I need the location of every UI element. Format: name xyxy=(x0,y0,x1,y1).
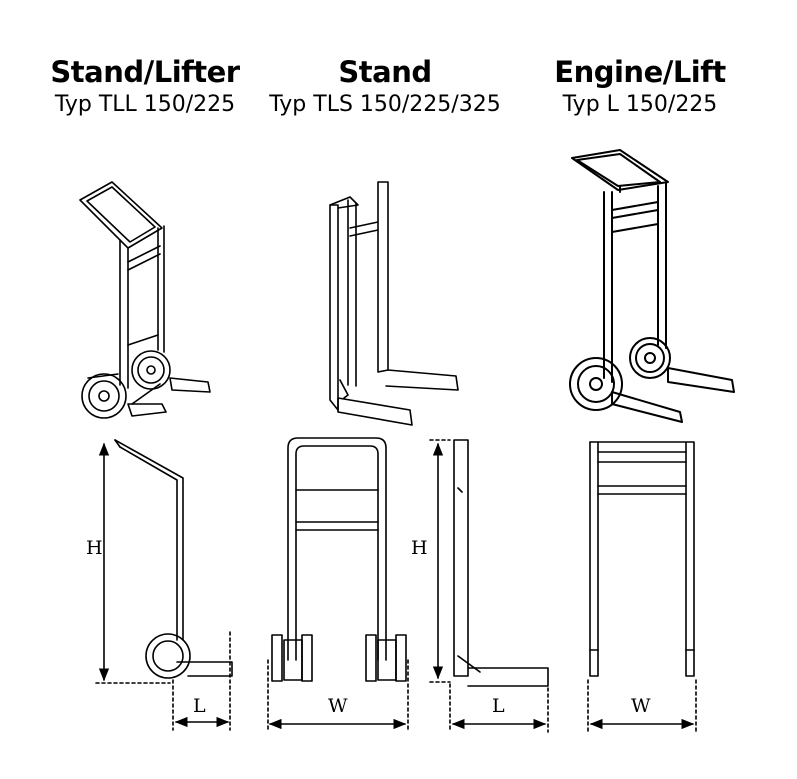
product-model: Typ TLS 150/225/325 xyxy=(269,92,501,117)
stand-perspective xyxy=(329,181,459,426)
height-label: H xyxy=(411,537,428,559)
product-title: Engine/Lift xyxy=(554,55,726,89)
stand-lifter-perspective xyxy=(79,181,211,419)
product-title: Stand/Lifter xyxy=(50,55,240,89)
engine-lift-front-view xyxy=(587,441,697,735)
height-label: H xyxy=(86,537,103,559)
stand-front-view xyxy=(267,437,409,733)
product-model: Typ TLL 150/225 xyxy=(54,92,236,117)
width-label: W xyxy=(328,695,348,717)
product-title: Stand xyxy=(338,55,432,89)
length-label: L xyxy=(193,695,206,717)
engine-lift-perspective xyxy=(569,149,735,423)
header-stand-lifter: Stand/Lifter Typ TLL 150/225 xyxy=(45,55,245,121)
length-label: L xyxy=(492,695,505,717)
header-stand: Stand Typ TLS 150/225/325 xyxy=(265,55,505,121)
stand-lifter-side-view xyxy=(95,439,233,731)
width-label: W xyxy=(631,695,651,717)
header-engine-lift: Engine/Lift Typ L 150/225 xyxy=(545,55,735,121)
product-model: Typ L 150/225 xyxy=(562,92,718,117)
stand-side-view xyxy=(429,439,549,733)
